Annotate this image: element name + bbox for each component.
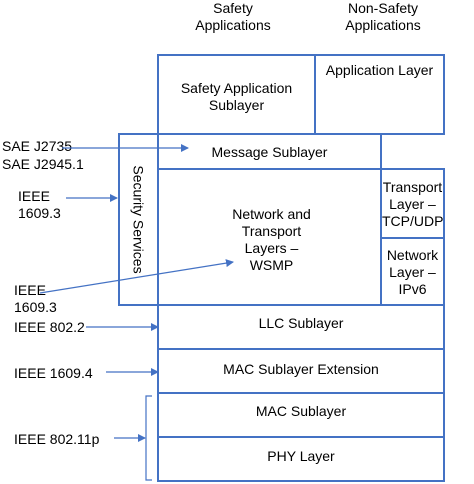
ieee-1609-3-lower-label: IEEE 1609.3	[14, 282, 57, 316]
mac-sublayer-extension-label: MAC Sublayer Extension	[223, 361, 379, 377]
header-non-safety-applications: Non-Safety Applications	[328, 0, 438, 34]
ieee-1609-3-upper-line1: IEEE	[18, 188, 50, 204]
safety-application-line2: Sublayer	[208, 97, 265, 113]
mac-sublayer-extension-box: MAC Sublayer Extension	[157, 348, 445, 394]
network-transport-wsmp-label: Network and Transport Layers – WSMP	[219, 206, 324, 274]
sae-j2945-1-label: SAE J2945.1	[2, 156, 84, 172]
header-safety-applications: Safety Applications	[178, 0, 288, 34]
ieee-1609-3-lower-line2: 1609.3	[14, 299, 57, 315]
phy-layer-label: PHY Layer	[267, 448, 335, 464]
application-layer-label: Application Layer	[325, 62, 434, 78]
network-layer-box: Network Layer – IPv6	[380, 237, 445, 306]
network-line2: Layer –	[389, 264, 436, 280]
header-non-safety-line2: Applications	[345, 17, 421, 33]
ieee-1609-3-upper-line2: 1609.3	[18, 205, 61, 221]
message-sublayer-label: Message Sublayer	[211, 144, 328, 160]
network-transport-wsmp-box: Network and Transport Layers – WSMP	[157, 168, 382, 306]
network-line3: IPv6	[398, 281, 427, 297]
network-line1: Network	[386, 247, 439, 263]
network-layer-label: Network Layer – IPv6	[382, 247, 443, 298]
transport-layer-box: Transport Layer – TCP/UDP	[380, 168, 445, 239]
message-sublayer-box: Message Sublayer	[157, 133, 382, 170]
header-safety-line1: Safety	[213, 0, 253, 16]
ieee-802-11p-label: IEEE 802.11p	[14, 431, 100, 447]
safety-application-line1: Safety Application	[180, 80, 293, 96]
safety-application-sublayer-label: Safety Application Sublayer	[159, 80, 314, 114]
ieee-802-2-label: IEEE 802.2	[14, 319, 85, 335]
wsmp-line1: Network and	[232, 206, 311, 222]
ieee-1609-3-upper-label: IEEE 1609.3	[18, 188, 61, 222]
transport-layer-label: Transport Layer – TCP/UDP	[382, 179, 443, 230]
mac-sublayer-box: MAC Sublayer	[157, 392, 445, 438]
application-layer-box: Application Layer	[314, 54, 445, 135]
ieee-1609-4-label: IEEE 1609.4	[14, 365, 93, 381]
llc-sublayer-label: LLC Sublayer	[258, 315, 344, 331]
wsmp-line2: Transport	[241, 223, 302, 239]
bracket-ieee-802-11p	[145, 395, 152, 481]
transport-line3: TCP/UDP	[382, 213, 444, 229]
transport-line2: Layer –	[389, 196, 436, 212]
phy-layer-box: PHY Layer	[157, 436, 445, 482]
sae-j2735-label: SAE J2735	[2, 138, 73, 154]
wsmp-line3: Layers –	[244, 240, 299, 256]
wsmp-line4: WSMP	[249, 257, 294, 273]
header-non-safety-line1: Non-Safety	[347, 0, 419, 16]
security-services-box: Security Services	[118, 133, 159, 306]
mac-sublayer-label: MAC Sublayer	[255, 403, 347, 419]
safety-application-sublayer-box: Safety Application Sublayer	[157, 54, 316, 135]
header-safety-line2: Applications	[195, 17, 271, 33]
ieee-1609-3-lower-line1: IEEE	[14, 282, 46, 298]
security-services-label: Security Services	[130, 165, 147, 274]
transport-line1: Transport	[382, 179, 443, 195]
llc-sublayer-box: LLC Sublayer	[157, 304, 445, 350]
